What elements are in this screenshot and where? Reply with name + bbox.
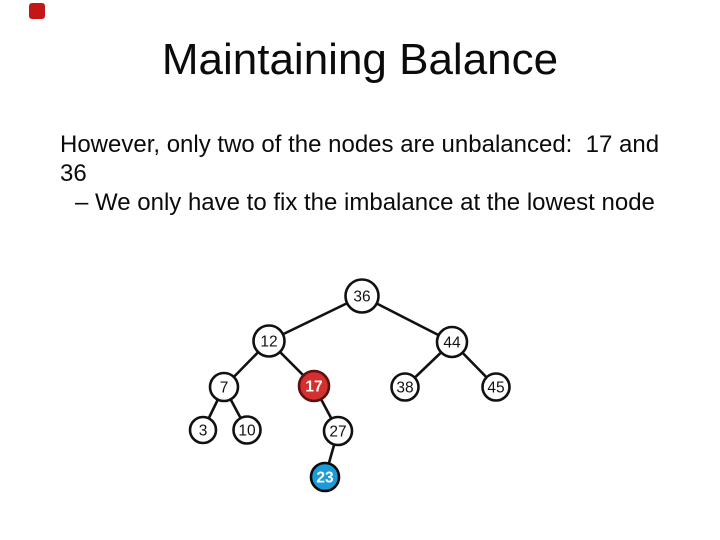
tree-node-circle-12 — [252, 324, 286, 358]
tree-node-label-36: 36 — [353, 289, 370, 306]
tree-node-label-44: 44 — [443, 335, 461, 352]
tree-node-circle-7 — [208, 371, 240, 403]
tree-node-label-27: 27 — [329, 424, 346, 441]
tree-node-10: 10 — [232, 415, 262, 445]
tree-node-label-45: 45 — [487, 380, 504, 397]
tree-node-27: 27 — [322, 415, 354, 447]
red-square-logo-icon — [29, 3, 45, 19]
tree-node-38: 38 — [390, 372, 420, 402]
tree-node-12: 12 — [252, 324, 286, 358]
tree-node-circle-23 — [309, 461, 341, 493]
tree-node-7: 7 — [208, 371, 240, 403]
tree-node-circle-3 — [188, 415, 218, 445]
tree-node-label-12: 12 — [260, 334, 277, 351]
tree-node-45: 45 — [481, 372, 511, 402]
tree-node-circle-36 — [344, 278, 380, 314]
tree-node-circle-27 — [322, 415, 354, 447]
tree-node-label-17: 17 — [305, 379, 322, 396]
body-text-line-1: However, only two of the nodes are unbal… — [60, 131, 660, 158]
tree-node-23: 23 — [309, 461, 341, 493]
tree-node-label-38: 38 — [396, 380, 413, 397]
tree-node-label-10: 10 — [238, 423, 256, 440]
tree-node-17: 17 — [297, 369, 331, 403]
tree-node-3: 3 — [188, 415, 218, 445]
tree-node-circle-44 — [435, 325, 469, 359]
tree-node-44: 44 — [435, 325, 469, 359]
tree-node-label-23: 23 — [316, 470, 334, 487]
slide-body: However, only two of the nodes are unbal… — [60, 130, 700, 217]
tree-node-circle-38 — [390, 372, 420, 402]
tree-node-circle-45 — [481, 372, 511, 402]
tree-node-36: 36 — [344, 278, 380, 314]
tree-node-circle-10 — [232, 415, 262, 445]
slide-title: Maintaining Balance — [161, 35, 559, 84]
tree-node-label-7: 7 — [220, 380, 229, 397]
body-text-line-2: 36 — [60, 160, 87, 187]
tree-node-circle-17 — [297, 369, 331, 403]
sub-bullet-text: – We only have to fix the imbalance at t… — [75, 189, 655, 216]
tree-node-label-3: 3 — [199, 423, 208, 440]
